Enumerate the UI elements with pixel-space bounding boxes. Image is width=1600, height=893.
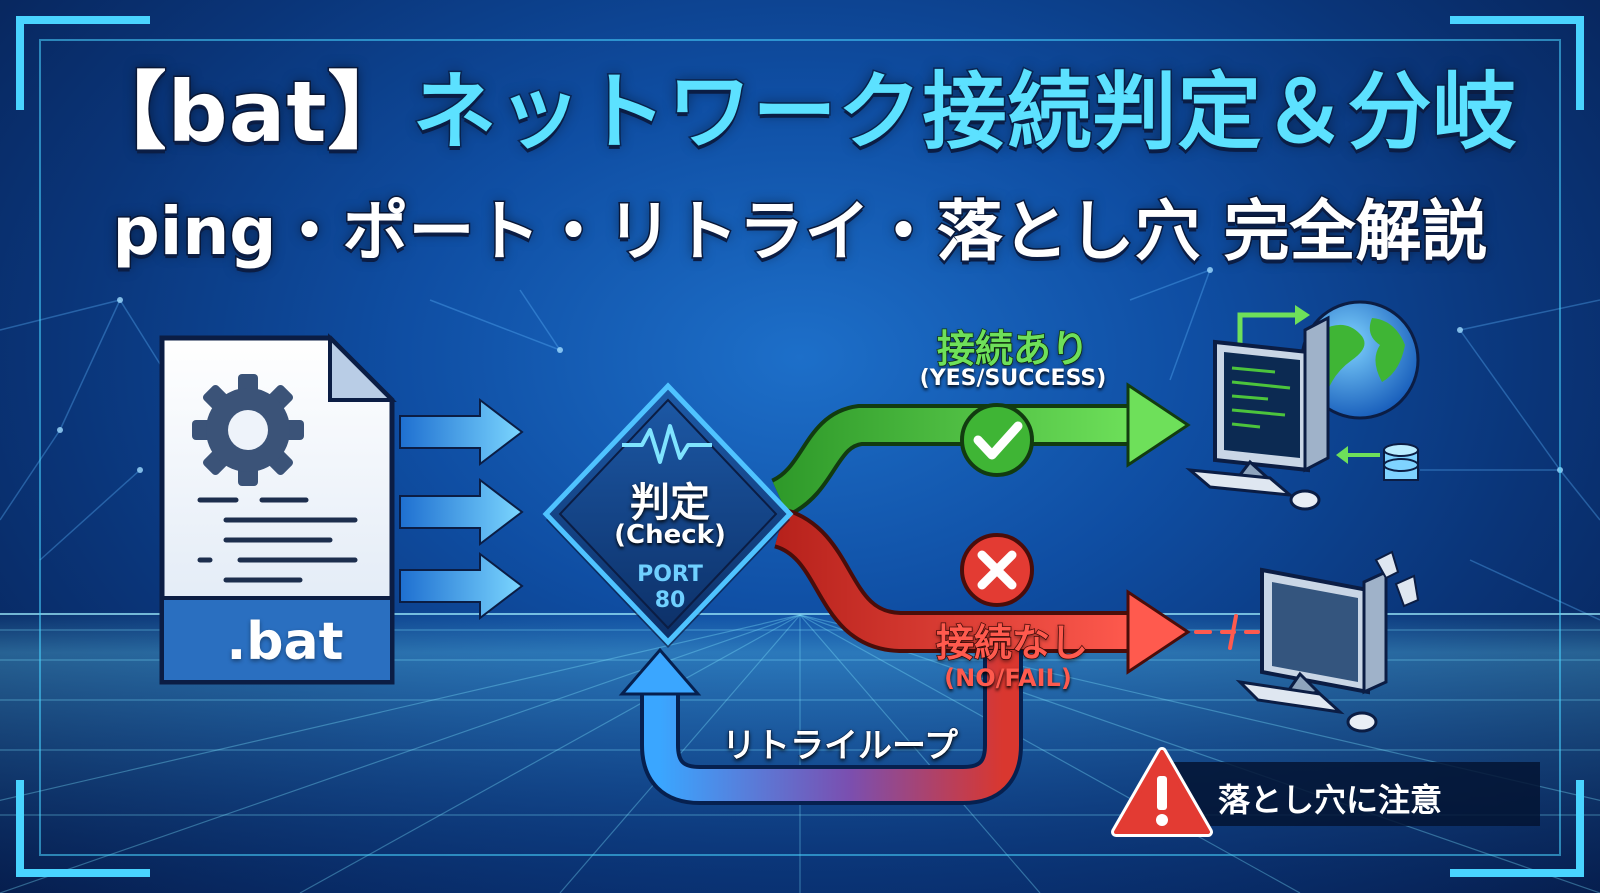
retry-loop-arrow — [618, 647, 1023, 805]
port-number: 80 — [654, 588, 686, 613]
title-main-text: ネットワーク接続判定＆分岐 — [411, 62, 1518, 163]
main-title: 【bat】ネットワーク接続判定＆分岐 — [70, 62, 1530, 163]
pulse-icon — [622, 424, 712, 464]
gear-icon — [192, 374, 304, 486]
fail-label: 接続なし — [935, 620, 1089, 666]
bat-file-label: .bat — [226, 612, 344, 672]
connected-computer-icon — [1185, 300, 1420, 511]
subtitle: ping・ポート・リトライ・落とし穴 完全解説 — [111, 192, 1489, 272]
success-flow-arrow — [769, 382, 1191, 518]
success-sub-label: (YES/SUCCESS) — [919, 366, 1107, 391]
broken-link-icon — [1374, 550, 1420, 608]
decision-label: 判定 — [630, 480, 710, 526]
success-label: 接続あり — [936, 326, 1090, 372]
decision-sub-label: (Check) — [614, 520, 726, 550]
retry-loop-label: リトライループ — [722, 726, 959, 767]
title-bracket-word: bat — [166, 62, 328, 163]
database-icon — [1383, 443, 1419, 481]
warning-label: 落とし穴に注意 — [1218, 781, 1443, 819]
warning-banner — [1111, 747, 1540, 837]
cross-icon — [960, 533, 1034, 607]
disconnected-computer-icon — [1194, 550, 1420, 733]
input-arrows — [399, 397, 524, 621]
port-label-text: PORT — [637, 562, 703, 587]
fail-flow-arrow — [772, 507, 1191, 675]
warning-icon — [1111, 747, 1213, 837]
fail-sub-label: (NO/FAIL) — [944, 664, 1072, 692]
title-bracket-open: 【 — [81, 62, 168, 163]
check-icon — [960, 403, 1034, 477]
hud-frame — [16, 16, 1584, 877]
title-bracket-close: 】 — [326, 62, 413, 163]
bat-file-document — [159, 333, 397, 685]
decision-diamond — [542, 382, 794, 648]
